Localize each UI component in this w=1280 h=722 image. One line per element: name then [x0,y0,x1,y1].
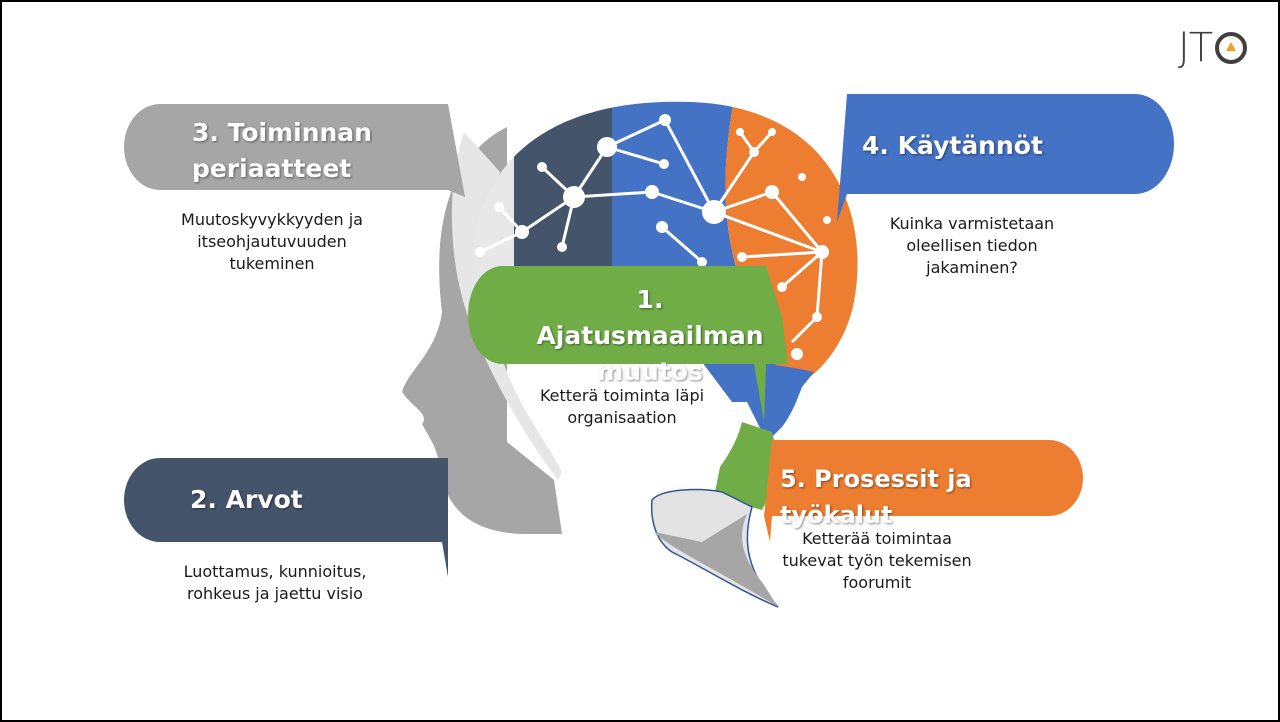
callout-1-shape[interactable] [468,266,788,422]
circle-triangle-icon [1215,32,1248,64]
description-3: Muutoskyvykkyyden ja itseohjautuvuuden t… [181,210,363,273]
description-4: Kuinka varmistetaan oleellisen tiedon ja… [889,214,1055,277]
description-2: Luottamus, kunnioitus, rohkeus ja jaettu… [183,562,367,603]
neural-network-nodes [475,114,831,360]
description-5: Ketterää toimintaa tukevat työn tekemise… [782,529,972,592]
jto-logo: JT [1178,25,1248,71]
green-neck-segment [714,422,782,510]
heading-1: 1. Ajatusmaailman muutos [536,285,764,386]
heading-2: 2. Arvot [190,485,303,514]
blue-neck-segment [724,362,814,442]
callout-4-shape[interactable] [837,94,1174,222]
logo-text: JT [1178,25,1213,71]
callout-5-shape[interactable] [764,440,1083,542]
heading-4: 4. Käytännöt [862,131,1043,160]
heading-3: 3. Toiminnan periaatteet [192,118,372,183]
shoulder-shadow [654,514,778,607]
heading-5: 5. Prosessit ja työkalut [780,465,972,529]
callout-3-shape[interactable] [124,104,465,197]
description-1: Ketterä toiminta läpi organisaation [539,386,705,427]
callout-2-shape[interactable] [124,458,448,577]
